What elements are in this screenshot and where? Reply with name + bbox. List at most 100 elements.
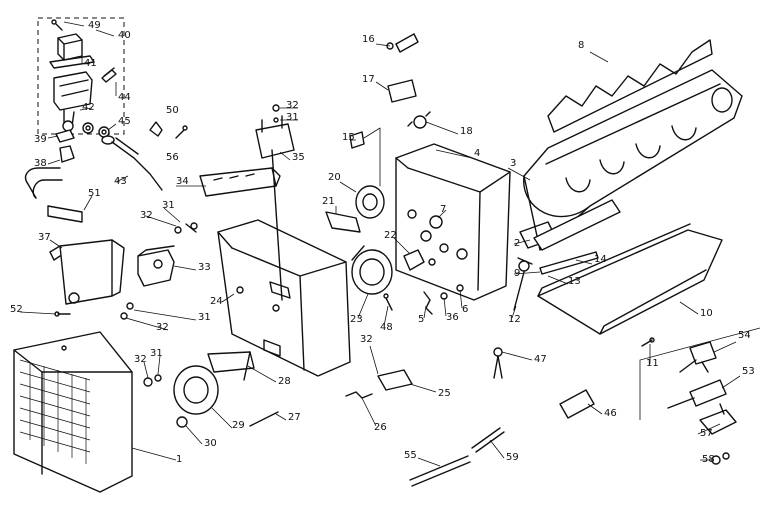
callout-number: 42: [82, 102, 95, 113]
fuse-47: [493, 347, 503, 379]
motor-18: [407, 111, 431, 129]
callout-number: 31: [286, 112, 299, 123]
callout-number: 52: [10, 304, 23, 315]
callout-number: 12: [508, 314, 521, 325]
callout-number: 28: [278, 376, 291, 387]
callout-number: 15: [342, 132, 355, 143]
callout-number: 24: [210, 296, 223, 307]
tray-10: [537, 223, 723, 335]
washer-42-45: [82, 122, 110, 138]
callout-number: 53: [742, 366, 755, 377]
callout-number: 40: [118, 30, 131, 41]
callout-number: 41: [84, 58, 97, 69]
callout-number: 48: [380, 322, 393, 333]
callout-number: 31: [162, 200, 175, 211]
callout-number: 18: [460, 126, 473, 137]
mold-and-heater-3: [523, 69, 743, 251]
callout-number: 23: [350, 314, 363, 325]
callout-number: 54: [738, 330, 751, 341]
callout-number: 25: [438, 388, 451, 399]
callout-number: 47: [534, 354, 547, 365]
callout-number: 6: [462, 304, 468, 315]
callout-number: 9: [514, 268, 520, 279]
screw-11: [641, 337, 655, 347]
thermostat-33: [137, 245, 175, 287]
housing-cover-24: [217, 219, 351, 377]
callout-number: 26: [374, 422, 387, 433]
screw-48: [383, 293, 393, 311]
callout-number: 5: [418, 314, 424, 325]
timing-gear-20: [355, 185, 385, 219]
spring-26: [345, 391, 373, 399]
fill-tube-51: [24, 167, 83, 223]
dashed-group-box: [37, 17, 125, 135]
screw-44: [101, 67, 117, 83]
callout-number: 59: [506, 452, 519, 463]
callout-number: 29: [232, 420, 245, 431]
callout-number: 32: [134, 354, 147, 365]
lever-22: [403, 249, 425, 271]
callout-number: 7: [440, 204, 446, 215]
callout-number: 34: [176, 176, 189, 187]
callout-number: 31: [198, 312, 211, 323]
callout-number: 2: [514, 238, 520, 249]
valve-body-53: [667, 379, 727, 409]
callout-number: 3: [510, 158, 516, 169]
callout-number: 30: [204, 438, 217, 449]
callout-number: 1: [176, 454, 182, 465]
callout-number: 36: [446, 312, 459, 323]
bracket-25: [377, 369, 413, 391]
thermistor-59: [471, 427, 505, 453]
callout-number: 39: [34, 134, 47, 145]
callout-number: 45: [118, 116, 131, 127]
ejector-blade-8: [547, 39, 713, 133]
callout-number: 51: [88, 188, 101, 199]
callout-number: 31: [150, 348, 163, 359]
screw-31-32-left: [54, 222, 198, 320]
clip-50: [149, 121, 163, 137]
screw-30: [176, 416, 188, 428]
bar-13-14: [539, 251, 599, 275]
callout-number: 33: [198, 262, 211, 273]
callout-number: 55: [404, 450, 417, 461]
water-valve-body: [53, 71, 93, 132]
callout-number: 50: [166, 105, 179, 116]
front-cover-1: [13, 331, 133, 493]
callout-number: 37: [38, 232, 51, 243]
callout-number: 46: [604, 408, 617, 419]
callout-number: 49: [88, 20, 101, 31]
callout-number: 13: [568, 276, 581, 287]
callout-number: 8: [578, 40, 584, 51]
callout-number: 14: [594, 254, 607, 265]
screw-56: [175, 125, 188, 139]
motor-29: [173, 365, 219, 415]
cam-23: [351, 245, 393, 295]
callout-number: 44: [118, 92, 131, 103]
valve-fitting-54: [679, 341, 717, 373]
screw-31-32-bottom: [143, 374, 162, 387]
callout-number: 22: [384, 230, 397, 241]
mold-heater-34: [199, 167, 281, 197]
clip-15: [349, 127, 381, 187]
screw-27: [249, 411, 279, 427]
callout-number: 35: [292, 152, 305, 163]
shutoff-arm-21: [325, 211, 361, 233]
coupler-46: [559, 389, 595, 419]
leader-lines: [19, 21, 741, 467]
elbow-38: [59, 145, 75, 163]
thermistor-55: [409, 455, 471, 487]
clip-17: [387, 79, 417, 103]
callout-number: 10: [700, 308, 713, 319]
spring-5-36-6: [423, 284, 464, 315]
callout-number: 32: [360, 334, 373, 345]
callout-number: 27: [288, 412, 301, 423]
callout-number: 56: [166, 152, 179, 163]
callout-number: 57: [700, 428, 713, 439]
callout-number: 43: [114, 176, 127, 187]
callout-number: 4: [474, 148, 480, 159]
motor-bracket-28: [207, 351, 255, 381]
callout-number: 32: [156, 322, 169, 333]
nut-39: [55, 129, 75, 143]
gear-7: [429, 215, 443, 229]
